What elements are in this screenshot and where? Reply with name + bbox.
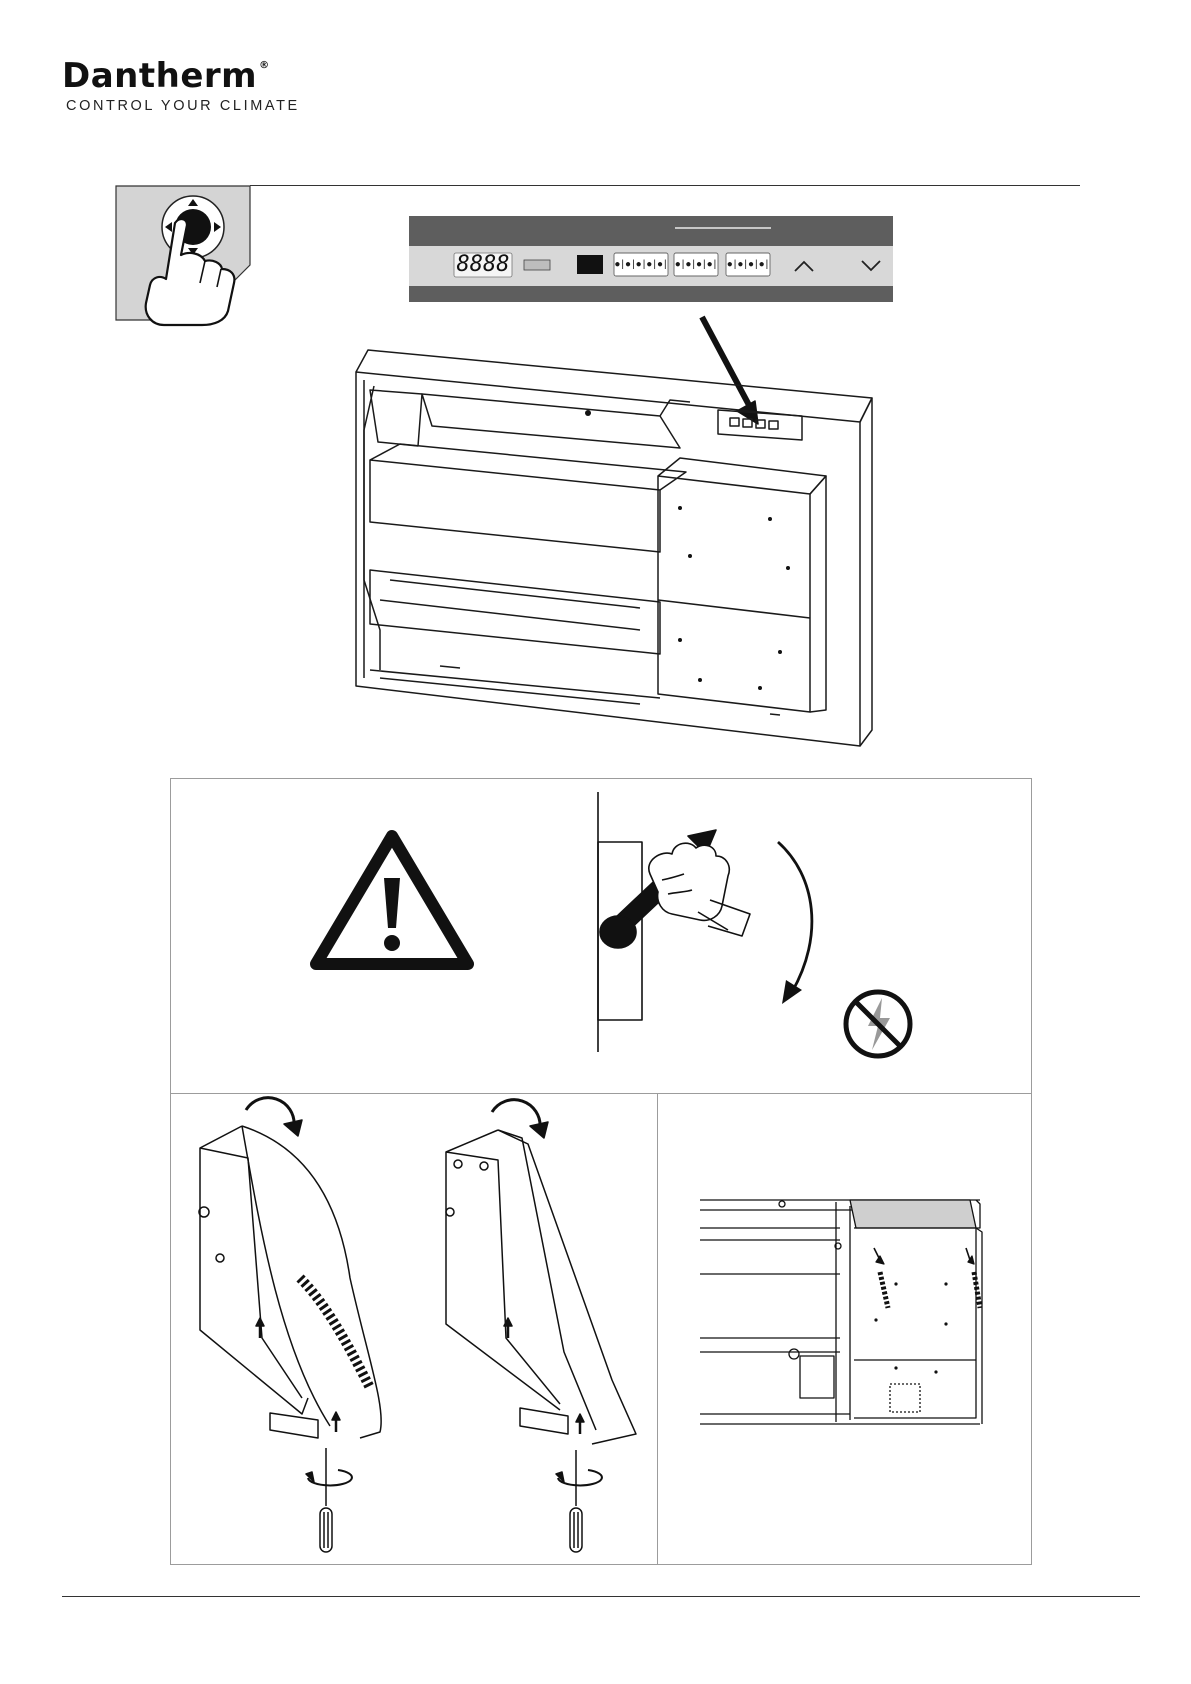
unit-front-open-drawing: [340, 300, 900, 750]
usb-port: [524, 260, 550, 270]
rotate-arrow-icon: [770, 836, 830, 1006]
ethernet-port: [577, 255, 603, 274]
hand-joystick-icon: [115, 185, 251, 321]
panel-screws-drawing: [690, 1188, 990, 1448]
chevron-down-icon: [857, 256, 885, 276]
brand-logo: Dantherm®: [62, 56, 270, 96]
chevron-up-icon: [791, 256, 819, 276]
no-power-icon: [840, 986, 916, 1062]
footer-rule: [62, 1596, 1140, 1597]
brand-registered-mark: ®: [259, 60, 270, 71]
warning-triangle-icon: [310, 830, 474, 970]
section-rule-top: [250, 185, 1080, 186]
terminal-block-3: ●|●|●|●|: [726, 253, 770, 276]
terminal-block-2: ●|●|●|●|: [674, 253, 718, 276]
terminal-block-1: ●|●|●|●|●|: [614, 253, 668, 276]
screwdriver-icon: [320, 1450, 340, 1550]
brand-name: Dantherm: [62, 56, 257, 96]
cover-lift-drawing-right: [436, 1108, 646, 1558]
brand-tagline: CONTROL YOUR CLIMATE: [66, 98, 300, 114]
led-display: 8888: [454, 253, 512, 277]
control-panel-figure: 8888 ●|●|●|●|●| ●|●|●|●| ●|●|●|●|: [409, 216, 893, 302]
cover-lift-drawing-left: [190, 1108, 410, 1558]
